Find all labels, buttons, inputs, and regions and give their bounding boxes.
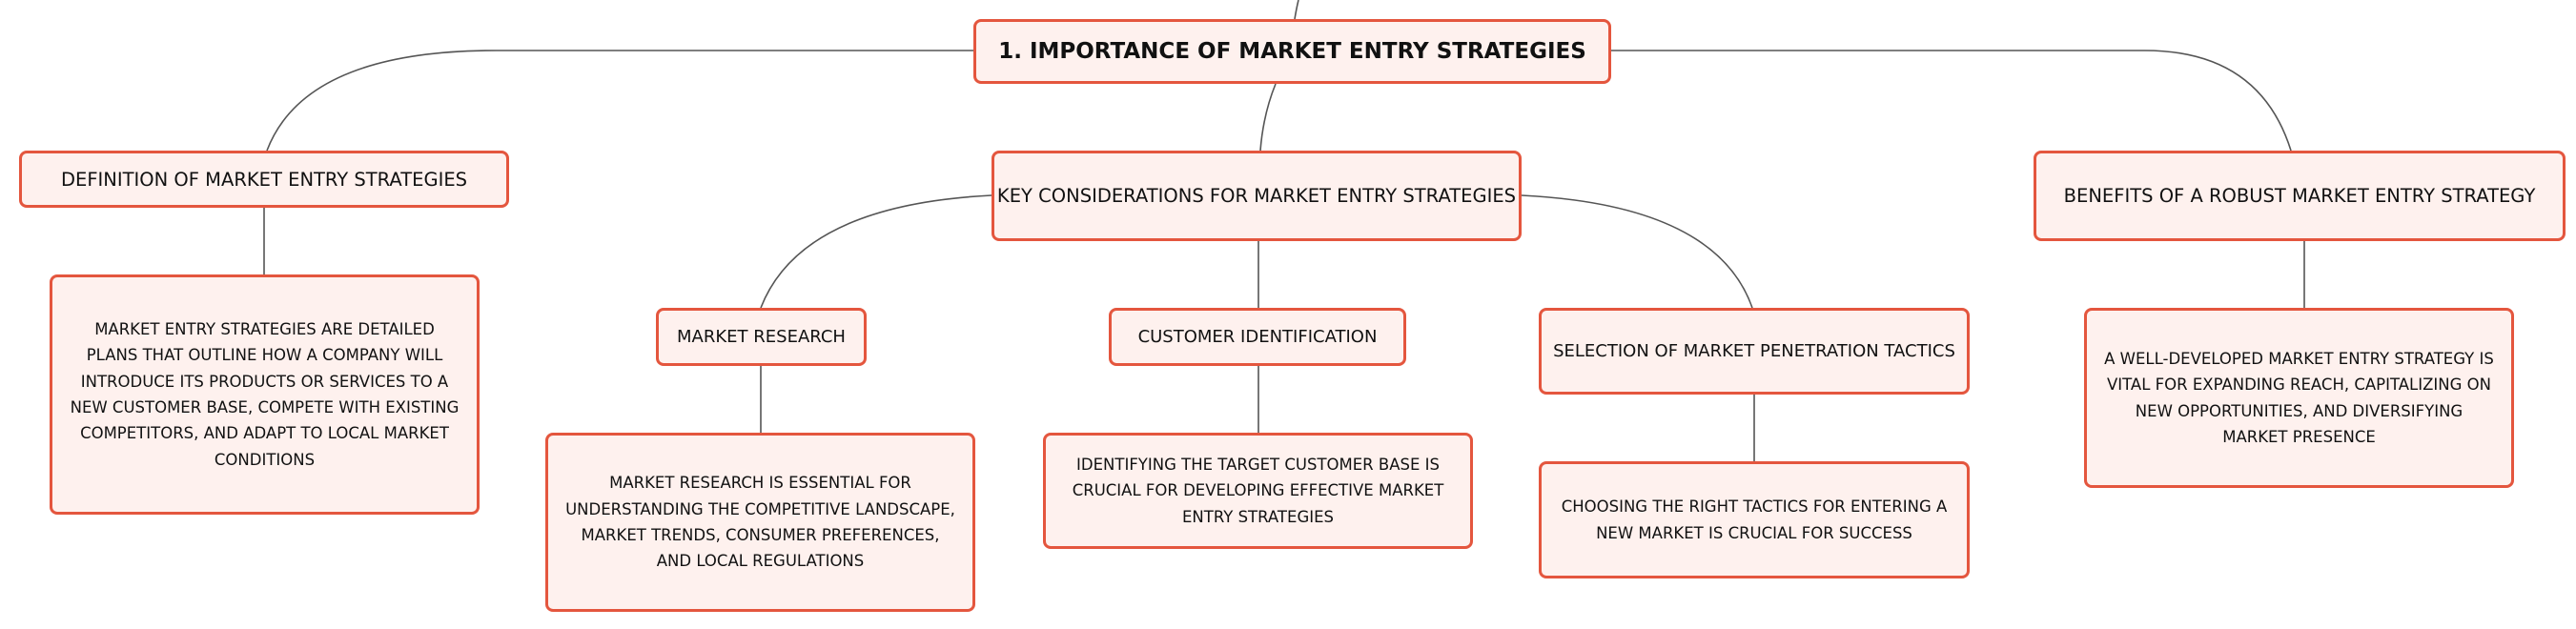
subtopic-customer-identification[interactable]: CUSTOMER IDENTIFICATION <box>1109 308 1406 366</box>
topic-key-considerations-label: KEY CONSIDERATIONS FOR MARKET ENTRY STRA… <box>996 185 1517 207</box>
definition-detail-text: MARKET ENTRY STRATEGIES ARE DETAILED PLA… <box>70 319 460 469</box>
topic-benefits-label: BENEFITS OF A ROBUST MARKET ENTRY STRATE… <box>2063 185 2536 207</box>
customer-identification-detail[interactable]: IDENTIFYING THE TARGET CUSTOMER BASE IS … <box>1043 433 1473 549</box>
benefits-detail[interactable]: A WELL-DEVELOPED MARKET ENTRY STRATEGY I… <box>2084 308 2514 488</box>
penetration-tactics-detail-text: CHOOSING THE RIGHT TACTICS FOR ENTERING … <box>1561 497 1948 542</box>
connector-root-to-considerations <box>1259 83 1277 152</box>
market-research-detail-text: MARKET RESEARCH IS ESSENTIAL FOR UNDERST… <box>565 474 955 571</box>
connector-root-to-definition <box>266 50 973 152</box>
root-topic[interactable]: 1. IMPORTANCE OF MARKET ENTRY STRATEGIES <box>973 19 1611 84</box>
root-topic-label: 1. IMPORTANCE OF MARKET ENTRY STRATEGIES <box>998 39 1586 64</box>
benefits-detail-text: A WELL-DEVELOPED MARKET ENTRY STRATEGY I… <box>2104 349 2494 446</box>
topic-definition[interactable]: DEFINITION OF MARKET ENTRY STRATEGIES <box>19 151 509 208</box>
topic-key-considerations[interactable]: KEY CONSIDERATIONS FOR MARKET ENTRY STRA… <box>992 151 1522 241</box>
subtopic-market-research[interactable]: MARKET RESEARCH <box>656 308 867 366</box>
definition-detail[interactable]: MARKET ENTRY STRATEGIES ARE DETAILED PLA… <box>50 274 480 515</box>
connector-parent-to-root <box>1294 0 1299 20</box>
subtopic-customer-identification-label: CUSTOMER IDENTIFICATION <box>1137 327 1378 347</box>
topic-benefits[interactable]: BENEFITS OF A ROBUST MARKET ENTRY STRATE… <box>2034 151 2566 241</box>
connector-root-to-benefits <box>1611 50 2292 152</box>
connector-considerations-to-research <box>760 194 992 309</box>
connector-considerations-to-tactics <box>1521 194 1753 309</box>
subtopic-penetration-tactics-label: SELECTION OF MARKET PENETRATION TACTICS <box>1553 341 1955 361</box>
topic-definition-label: DEFINITION OF MARKET ENTRY STRATEGIES <box>60 168 468 191</box>
subtopic-market-research-label: MARKET RESEARCH <box>677 327 846 347</box>
penetration-tactics-detail[interactable]: CHOOSING THE RIGHT TACTICS FOR ENTERING … <box>1539 461 1970 578</box>
subtopic-penetration-tactics[interactable]: SELECTION OF MARKET PENETRATION TACTICS <box>1539 308 1970 395</box>
market-research-detail[interactable]: MARKET RESEARCH IS ESSENTIAL FOR UNDERST… <box>545 433 975 612</box>
customer-identification-detail-text: IDENTIFYING THE TARGET CUSTOMER BASE IS … <box>1072 455 1444 526</box>
